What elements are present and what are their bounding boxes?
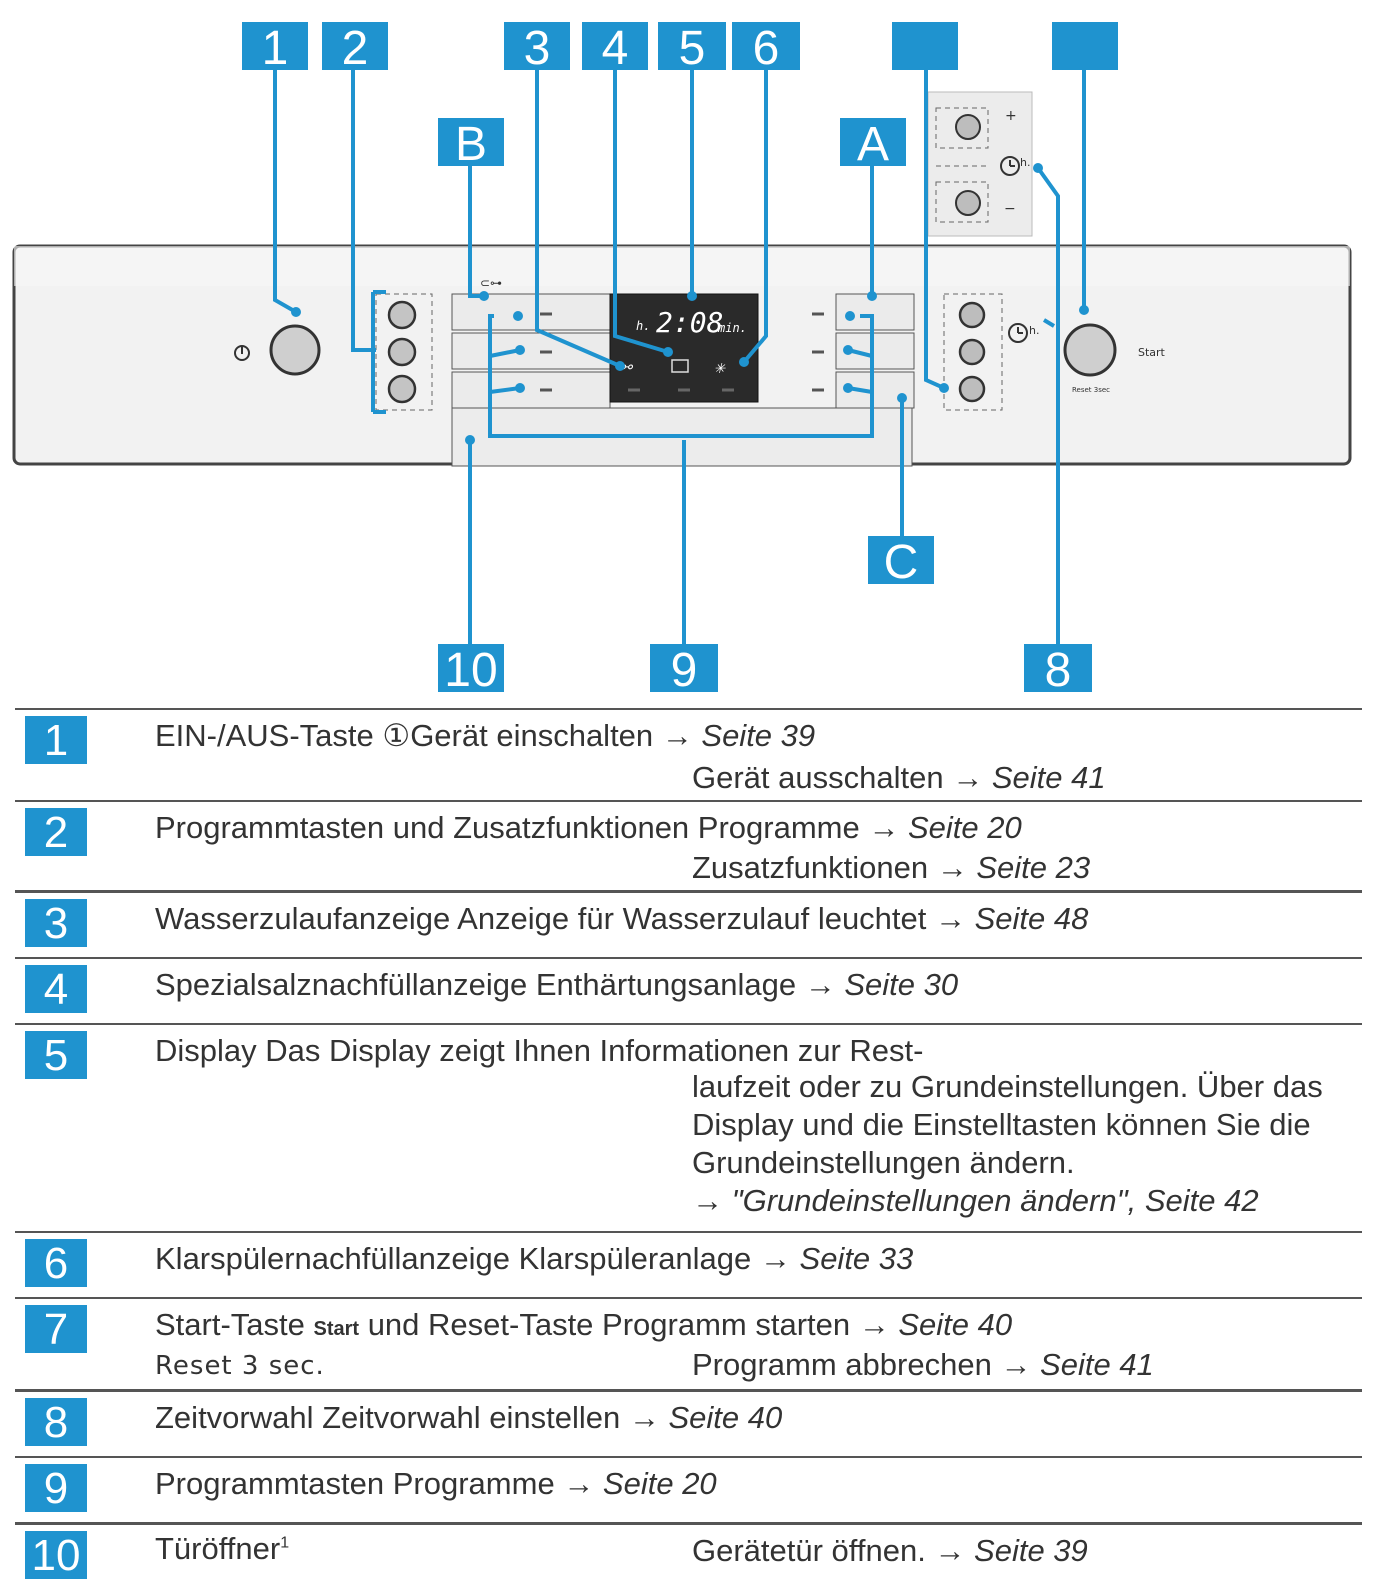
row-detail: Display und die Einstelltasten können Si… [692, 1107, 1311, 1142]
timer-inset-panel [927, 91, 1033, 237]
row-detail: laufzeit oder zu Grundeinstellungen. Übe… [692, 1069, 1323, 1104]
control-panel-diagram: + − h. ⊂⊶ h. 2:08 min. ⚯ ✳ [12, 22, 1352, 697]
legend-row-7: 7 Start-Taste Start und Reset-Taste Prog… [15, 1299, 1362, 1389]
row-number: 4 [25, 965, 87, 1014]
program-button-2[interactable] [387, 337, 417, 367]
row-title: Spezialsalznachfüllanzeige Enthärtungsan… [155, 967, 959, 1002]
svg-text:2:08: 2:08 [656, 306, 723, 339]
rinse-aid-icon: ✳ [714, 357, 726, 378]
row-title: Start-Taste Start und Reset-Taste Progra… [155, 1307, 1013, 1342]
row-title: Programmtasten und Zusatzfunktionen Prog… [155, 810, 1022, 845]
row-title: Zeitvorwahl Zeitvorwahl einstellen → Sei… [155, 1400, 783, 1435]
display [609, 293, 759, 403]
row-number: 2 [25, 808, 87, 857]
svg-text:1: 1 [262, 22, 289, 75]
row-number: 6 [25, 1239, 87, 1288]
svg-text:10: 10 [444, 644, 497, 697]
svg-text:3: 3 [524, 22, 551, 75]
row-number: 1 [25, 716, 87, 765]
timer-button-2[interactable] [958, 338, 986, 366]
power-icon [234, 345, 250, 361]
svg-text:8: 8 [1045, 644, 1072, 697]
legend-row-8: 8 Zeitvorwahl Zeitvorwahl einstellen → S… [15, 1392, 1362, 1456]
row-number: 3 [25, 899, 87, 948]
svg-text:C: C [884, 536, 919, 589]
svg-text:h.: h. [1020, 156, 1030, 169]
row-detail: Gerät ausschalten → Seite 41 [692, 760, 1106, 795]
svg-text:Reset 3sec: Reset 3sec [1072, 386, 1110, 394]
svg-text:9: 9 [671, 644, 698, 697]
row-number: 8 [25, 1398, 87, 1447]
row-title: EIN-/AUS-Taste ①Gerät einschalten → Seit… [155, 718, 816, 753]
row-link[interactable]: → "Grundeinstellungen ändern", Seite 42 [692, 1183, 1259, 1218]
start-button[interactable] [1063, 323, 1117, 377]
row-title: Programmtasten Programme → Seite 20 [155, 1466, 717, 1501]
legend-row-4: 4 Spezialsalznachfüllanzeige Enthärtungs… [15, 959, 1362, 1023]
svg-text:min.: min. [717, 321, 747, 335]
row-number: 9 [25, 1464, 87, 1513]
svg-text:4: 4 [602, 22, 629, 75]
legend-row-9: 9 Programmtasten Programme → Seite 20 [15, 1458, 1362, 1522]
legend-row-10: 10 Türöffner1 Gerätetür öffnen. → Seite … [15, 1525, 1362, 1589]
clock-icon [1000, 156, 1020, 176]
row-title: Klarspülernachfüllanzeige Klarspüleranla… [155, 1241, 914, 1276]
callout-lines [273, 68, 1086, 648]
row-number: 7 [25, 1305, 87, 1354]
svg-text:Start: Start [1138, 346, 1166, 359]
key-icon: ⊂⊶ [480, 276, 502, 290]
timer-plus-button[interactable] [955, 114, 981, 140]
callout-badges: 1 2 3 4 5 6 B A C 10 9 8 [242, 22, 1118, 697]
svg-text:A: A [857, 118, 889, 171]
svg-text:h.: h. [1029, 324, 1039, 337]
legend-row-1: 1 EIN-/AUS-Taste ①Gerät einschalten → Se… [15, 710, 1362, 800]
svg-text:B: B [455, 118, 487, 171]
svg-text:h.: h. [636, 319, 650, 333]
reset-label: Reset 3 sec. [155, 1351, 325, 1381]
svg-text:6: 6 [753, 22, 780, 75]
clock-icon [1008, 323, 1028, 343]
row-number: 5 [25, 1031, 87, 1080]
row-detail: Programm abbrechen → Seite 41 [692, 1347, 1154, 1382]
legend-row-5: 5 Display Das Display zeigt Ihnen Inform… [15, 1025, 1362, 1231]
legend-row-6: 6 Klarspülernachfüllanzeige Klarspüleran… [15, 1233, 1362, 1297]
timer-minus-button[interactable] [955, 190, 981, 216]
legend-row-3: 3 Wasserzulaufanzeige Anzeige für Wasser… [15, 893, 1362, 957]
svg-text:−: − [1004, 201, 1016, 217]
row-number: 10 [25, 1531, 87, 1580]
row-detail: Grundeinstellungen ändern. [692, 1145, 1075, 1180]
row-title: Wasserzulaufanzeige Anzeige für Wasserzu… [155, 901, 1089, 936]
salt-icon [671, 359, 689, 373]
power-button[interactable] [269, 324, 321, 376]
row-detail: Gerätetür öffnen. → Seite 39 [692, 1533, 1088, 1568]
timer-button-1[interactable] [958, 301, 986, 329]
timer-button-3[interactable] [958, 375, 986, 403]
program-button-1[interactable] [387, 300, 417, 330]
row-title: Display Das Display zeigt Ihnen Informat… [155, 1033, 924, 1068]
svg-text:+: + [1005, 108, 1017, 124]
row-detail: Zusatzfunktionen → Seite 23 [692, 850, 1091, 885]
row-title: Türöffner1 [155, 1531, 290, 1566]
legend-row-2: 2 Programmtasten und Zusatzfunktionen Pr… [15, 802, 1362, 890]
svg-text:5: 5 [679, 22, 706, 75]
svg-text:2: 2 [342, 22, 369, 75]
program-button-3[interactable] [387, 374, 417, 404]
